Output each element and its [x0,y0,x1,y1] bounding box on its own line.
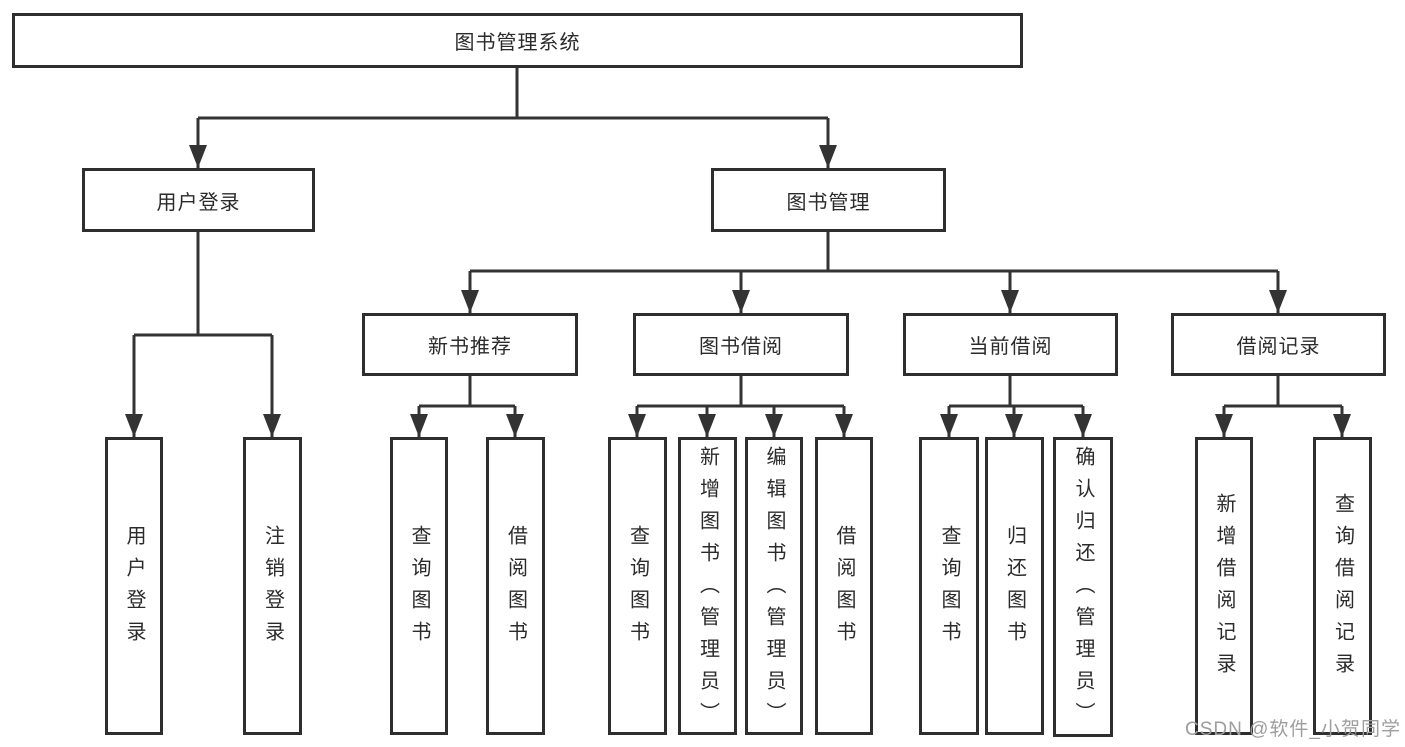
node-leaf-return-book: 归还图书 [985,437,1044,735]
node-current-borrow: 当前借阅 [903,313,1118,376]
node-leaf-borrow-books-2: 借阅图书 [815,437,873,735]
node-root: 图书管理系统 [12,13,1023,68]
node-leaf-logout: 注销登录 [243,437,302,735]
node-leaf-add-borrow-record: 新增借阅记录 [1195,437,1253,735]
node-leaf-confirm-return-admin: 确认归还（管理员） [1053,437,1113,737]
node-leaf-borrow-books-1: 借阅图书 [486,437,545,735]
node-leaf-query-borrow-record: 查询借阅记录 [1313,437,1372,735]
node-borrow-records: 借阅记录 [1171,313,1386,376]
node-leaf-query-books-3: 查询图书 [919,437,979,735]
node-leaf-add-book-admin: 新增图书（管理员） [678,437,737,735]
csdn-watermark: CSDN @软件_小贺同学 [1185,719,1401,740]
node-book-borrow: 图书借阅 [633,313,849,376]
node-leaf-query-books-2: 查询图书 [608,437,667,735]
node-user-login: 用户登录 [82,168,315,232]
node-leaf-edit-book-admin: 编辑图书（管理员） [745,437,803,735]
node-new-book-recommend: 新书推荐 [362,313,578,376]
node-leaf-user-login: 用户登录 [105,437,163,735]
node-leaf-query-books-1: 查询图书 [390,437,448,735]
node-book-management: 图书管理 [711,168,946,232]
